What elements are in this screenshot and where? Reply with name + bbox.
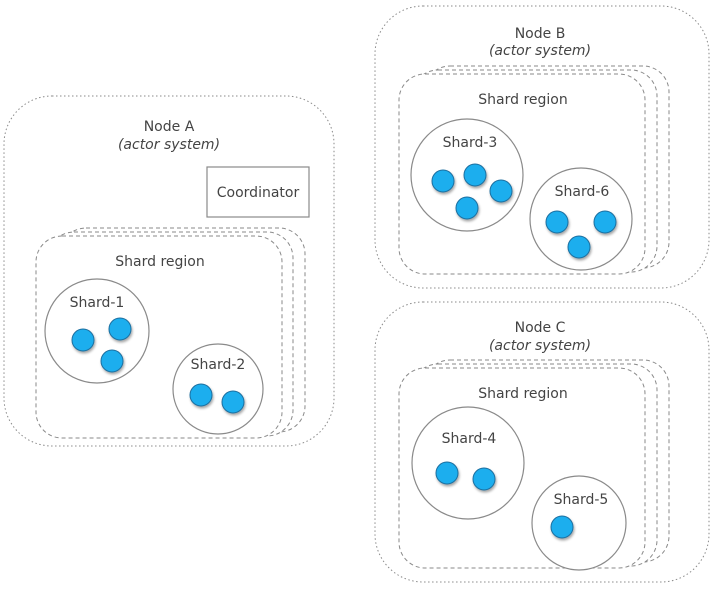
shard-5-label: Shard-5	[554, 492, 609, 508]
actor	[108, 317, 132, 341]
actor	[435, 461, 459, 485]
shard-4	[411, 406, 525, 520]
shard-6-label: Shard-6	[555, 184, 610, 200]
node-b-boundary	[374, 5, 710, 289]
actor	[472, 467, 496, 491]
node-c-subtitle: (actor system)	[489, 338, 591, 354]
node-c-boundary	[374, 301, 710, 583]
node-a: Node A (actor system) Coordinator Shard …	[3, 95, 335, 447]
actor	[463, 163, 487, 187]
actor	[489, 179, 513, 203]
shard-2	[172, 343, 264, 435]
actor	[431, 169, 455, 193]
node-a-boundary	[3, 95, 335, 447]
node-b: Node B (actor system) Shard region Shard…	[374, 5, 710, 289]
node-b-title: Node B	[515, 26, 566, 42]
shard-region-c-label: Shard region	[478, 386, 567, 402]
shard-6	[529, 167, 633, 271]
shard-region-b-label: Shard region	[478, 92, 567, 108]
actor	[100, 349, 124, 373]
node-a-subtitle: (actor system)	[118, 137, 220, 153]
actor	[567, 235, 591, 259]
node-b-subtitle: (actor system)	[489, 43, 591, 59]
node-c-title: Node C	[515, 320, 566, 336]
shard-1-label: Shard-1	[70, 295, 125, 311]
actor	[71, 328, 95, 352]
shard-3-label: Shard-3	[443, 135, 498, 151]
coordinator-box	[206, 166, 310, 218]
shard-2-label: Shard-2	[191, 357, 246, 373]
actor	[545, 210, 569, 234]
shard-4-label: Shard-4	[442, 431, 497, 447]
actor	[455, 196, 479, 220]
shard-5	[531, 475, 627, 571]
node-c: Node C (actor system) Shard region Shard…	[374, 301, 710, 583]
actor	[593, 210, 617, 234]
shard-region-a-label: Shard region	[115, 254, 204, 270]
node-a-title: Node A	[144, 119, 195, 135]
actor	[189, 383, 213, 407]
actor	[221, 390, 245, 414]
coordinator-label: Coordinator	[217, 185, 300, 201]
actor	[550, 515, 574, 539]
shard-1	[44, 278, 150, 384]
